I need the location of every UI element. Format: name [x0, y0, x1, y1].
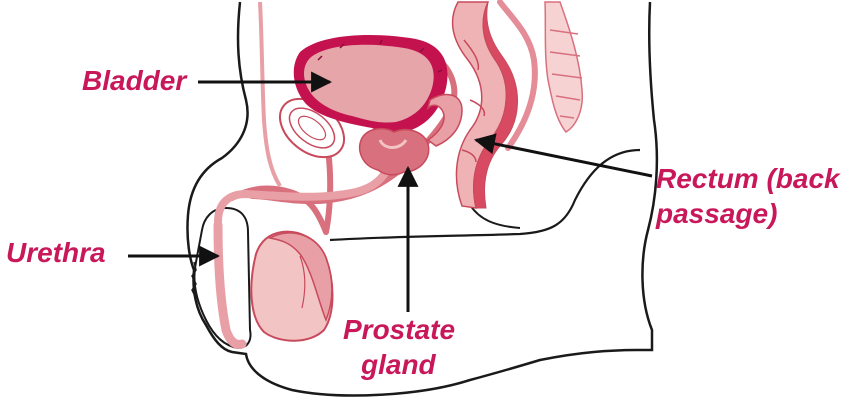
label-rectum-line2: passage)	[655, 198, 777, 229]
label-bladder: Bladder	[82, 65, 188, 96]
testis	[251, 232, 332, 341]
label-prostate-line1: Prostate	[343, 314, 455, 345]
label-urethra: Urethra	[6, 237, 106, 268]
label-rectum-line1: Rectum (back	[656, 163, 841, 194]
label-prostate-line2: gland	[360, 349, 437, 380]
